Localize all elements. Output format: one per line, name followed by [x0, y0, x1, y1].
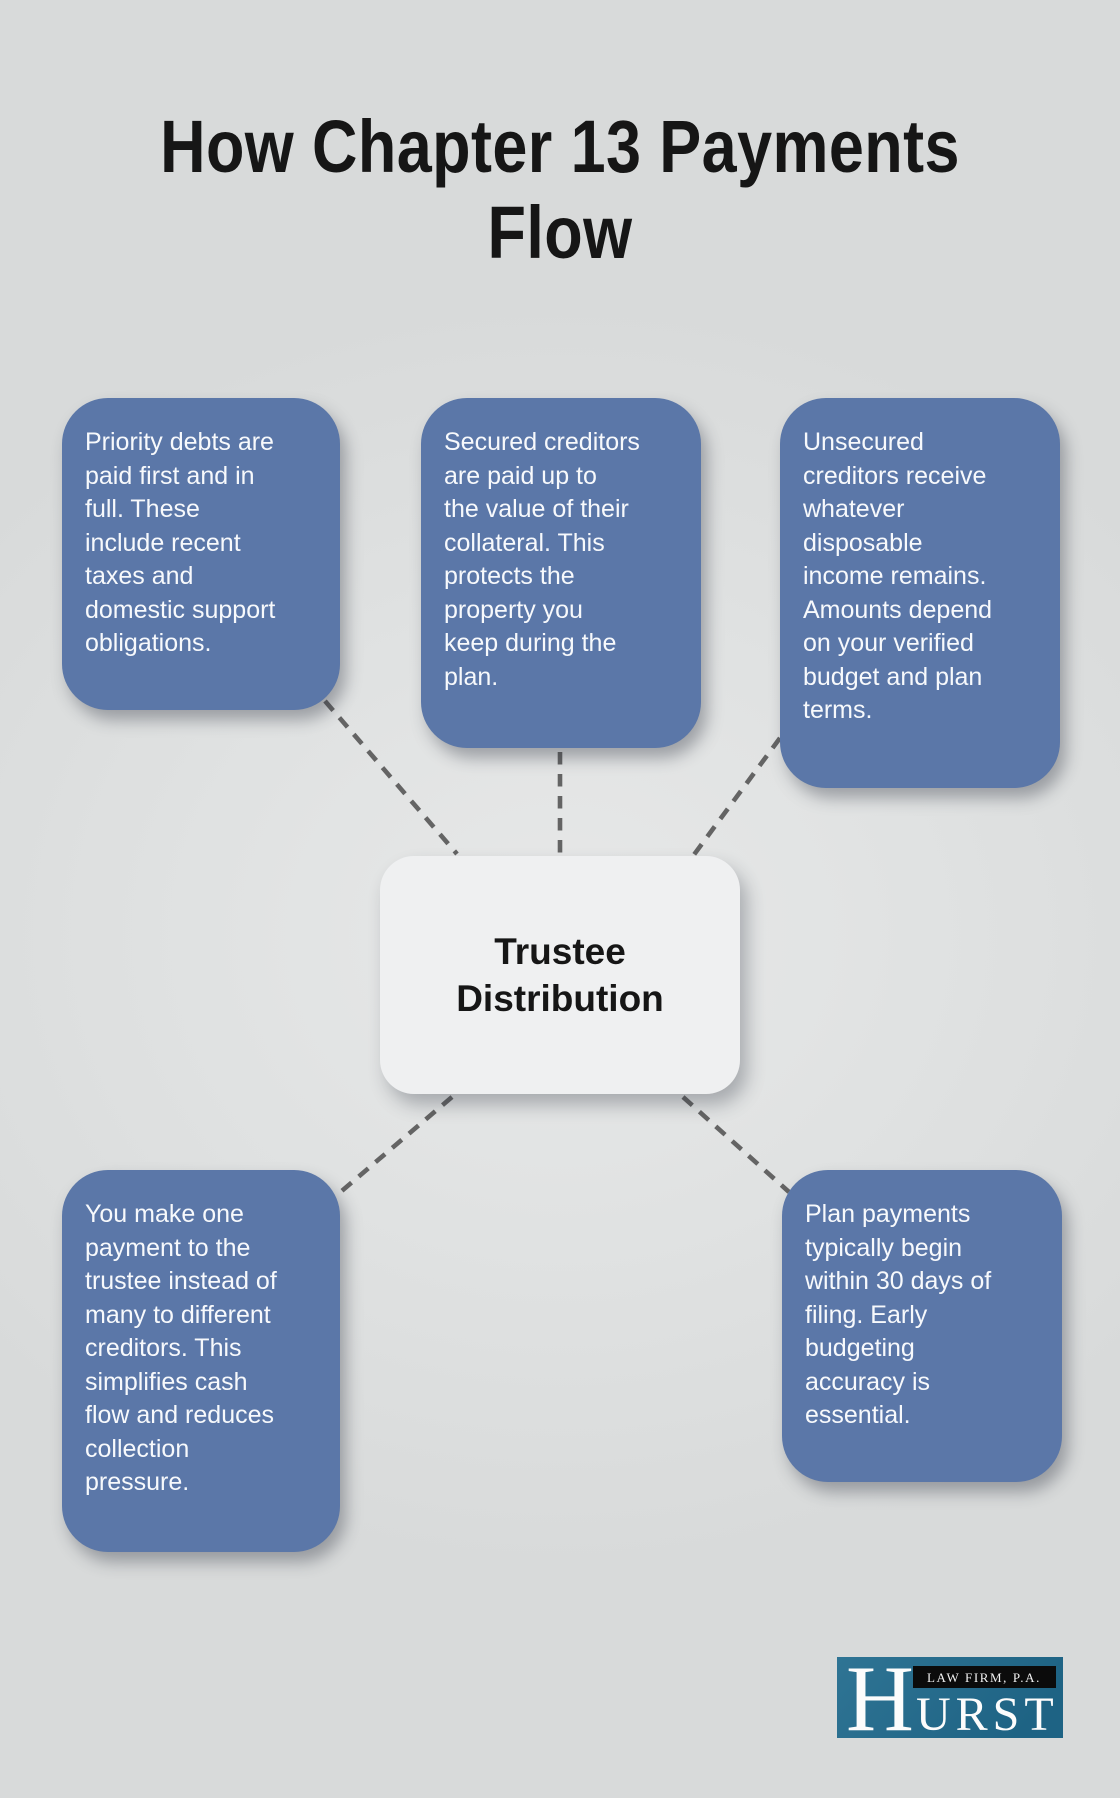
connector-center-to-payment — [335, 1095, 454, 1197]
logo-initial-h: H — [846, 1657, 914, 1738]
connector-unsecured-to-center — [691, 736, 782, 858]
logo-wordmark-rest: URST — [916, 1688, 1059, 1738]
page-title-line-2: Flow — [487, 191, 633, 274]
page-title-line-1: How Chapter 13 Payments — [160, 105, 960, 188]
node-unsecured-creditors-text: Unsecured creditors receive whatever dis… — [803, 428, 993, 724]
trustee-distribution-node: Trustee Distribution — [380, 856, 740, 1094]
node-single-payment-text: You make one payment to the trustee inst… — [85, 1200, 277, 1496]
connector-center-to-plan — [681, 1095, 791, 1194]
connector-priority-to-center — [323, 699, 459, 856]
page-title: How Chapter 13 Payments Flow — [84, 104, 1036, 276]
node-priority-debts: Priority debts are paid first and in ful… — [62, 398, 340, 710]
node-secured-creditors-text: Secured creditors are paid up to the val… — [444, 428, 640, 691]
center-node-line-2: Distribution — [456, 978, 664, 1019]
logo-tagline: LAW FIRM, P.A. — [927, 1670, 1041, 1685]
node-plan-timing-text: Plan payments typically begin within 30 … — [805, 1200, 992, 1429]
logo-tagline-bar — [913, 1666, 1056, 1688]
node-priority-debts-text: Priority debts are paid first and in ful… — [85, 428, 276, 657]
node-single-payment: You make one payment to the trustee inst… — [62, 1170, 340, 1552]
center-node-line-1: Trustee — [494, 931, 626, 972]
node-secured-creditors: Secured creditors are paid up to the val… — [421, 398, 701, 748]
hurst-law-firm-logo: H LAW FIRM, P.A. URST — [837, 1647, 1063, 1751]
node-plan-timing: Plan payments typically begin within 30 … — [782, 1170, 1062, 1482]
node-unsecured-creditors: Unsecured creditors receive whatever dis… — [780, 398, 1060, 788]
